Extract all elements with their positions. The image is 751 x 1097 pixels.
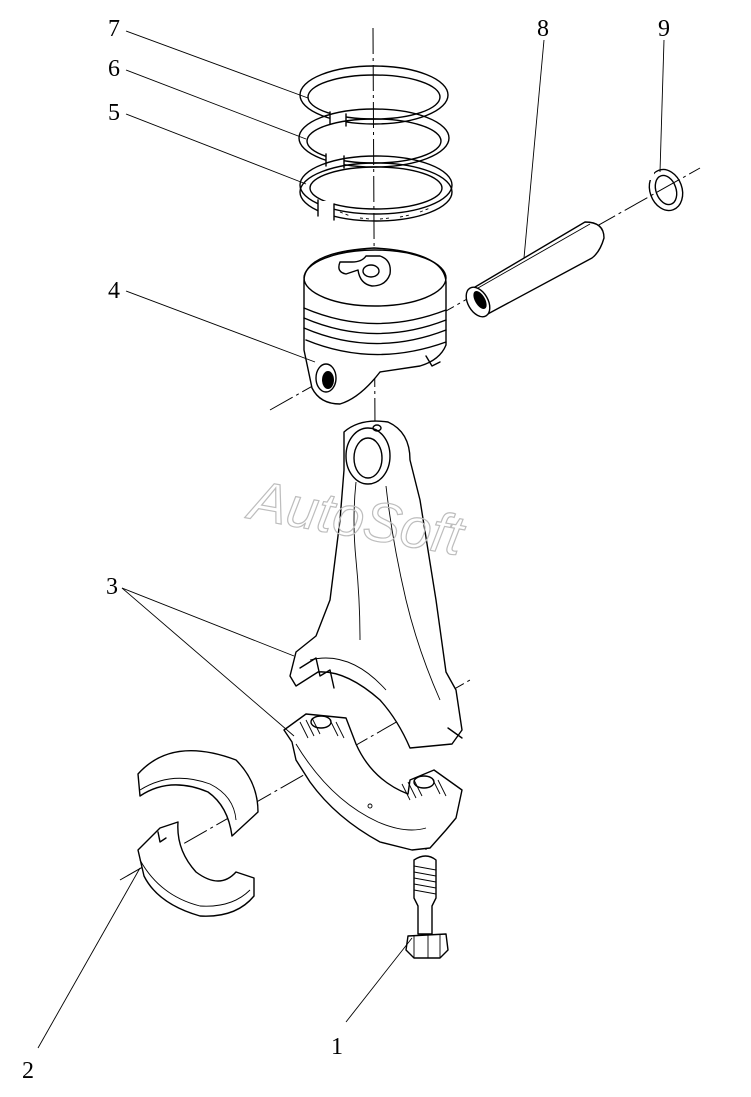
connecting-rod (289, 420, 463, 749)
piston-pin (465, 221, 605, 318)
callout-3: 3 (106, 574, 118, 600)
rod-cap (283, 713, 463, 851)
callout-8: 8 (537, 16, 549, 42)
circlip (644, 168, 684, 212)
callout-5: 5 (108, 100, 120, 126)
callout-labels: 7 6 5 4 8 9 3 2 1 (22, 16, 670, 1084)
callout-9: 9 (658, 16, 670, 42)
bearing-shell-lower (137, 821, 255, 917)
callout-7: 7 (108, 16, 120, 42)
callout-2: 2 (22, 1058, 34, 1084)
piston (303, 247, 447, 405)
callout-6: 6 (108, 56, 120, 82)
rod-bolt (405, 855, 449, 959)
bearing-shell-upper (137, 750, 259, 837)
oil-control-ring (299, 155, 453, 222)
callout-4: 4 (108, 278, 120, 304)
leader-lines (37, 30, 665, 1049)
callout-1: 1 (331, 1034, 343, 1060)
